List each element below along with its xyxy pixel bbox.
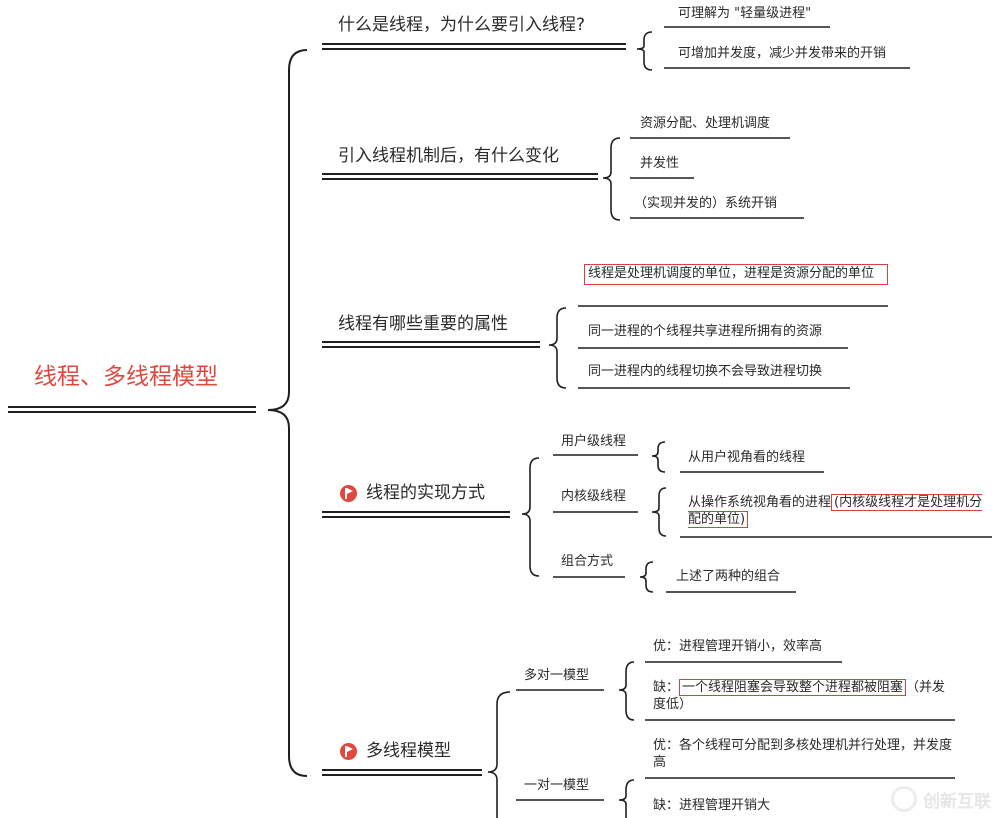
- root-topic[interactable]: 线程、多线程模型: [34, 364, 218, 390]
- highlight-kernel-unit: (内核级线程才是处理机分配的单位): [688, 494, 983, 528]
- flag-icon: [340, 485, 357, 502]
- topic-what-is-thread[interactable]: 什么是线程，为什么要引入线程?: [338, 15, 586, 35]
- highlight-blocking: 一个线程阻塞会导致整个进程都被阻塞: [679, 679, 907, 696]
- leaf-user-perspective[interactable]: 从用户视角看的线程: [688, 450, 806, 465]
- leaf-m2o-disadvantage[interactable]: 缺：一个线程阻塞会导致整个进程都被阻塞（并发度低）: [653, 679, 953, 714]
- leaf-no-process-switch[interactable]: 同一进程内的线程切换不会导致进程切换: [588, 364, 823, 379]
- topic-thread-properties[interactable]: 线程有哪些重要的属性: [338, 314, 508, 334]
- leaf-increase-concurrency[interactable]: 可增加并发度，减少并发带来的开销: [678, 46, 887, 61]
- leaf-share-resources[interactable]: 同一进程的个线程共享进程所拥有的资源: [588, 324, 823, 339]
- leaf-concurrency[interactable]: 并发性: [640, 156, 680, 171]
- leaf-m2o-disadvantage-suffix: （并发度低）: [653, 680, 946, 712]
- topic-multithread-model[interactable]: 多线程模型: [366, 741, 451, 761]
- leaf-m2o-advantage[interactable]: 优：进程管理开销小，效率高: [653, 639, 823, 654]
- node-one-to-one[interactable]: 一对一模型: [524, 778, 590, 793]
- leaf-system-overhead[interactable]: （实现并发的）系统开销: [634, 196, 778, 211]
- leaf-o2o-disadvantage[interactable]: 缺：进程管理开销大: [653, 798, 771, 813]
- leaf-o2o-advantage[interactable]: 优：各个线程可分配到多核处理机并行处理，并发度高: [653, 738, 953, 770]
- leaf-m2o-disadvantage-prefix: 缺：: [653, 680, 680, 695]
- node-many-to-one[interactable]: 多对一模型: [524, 668, 590, 683]
- leaf-resource-allocation[interactable]: 资源分配、处理机调度: [640, 116, 771, 131]
- node-user-level-thread[interactable]: 用户级线程: [561, 434, 627, 449]
- node-combination[interactable]: 组合方式: [561, 554, 614, 569]
- leaf-os-perspective[interactable]: 从操作系统视角看的进程(内核级线程才是处理机分配的单位): [688, 494, 990, 529]
- topic-changes-after-threads[interactable]: 引入线程机制后，有什么变化: [338, 146, 559, 166]
- node-kernel-level-thread[interactable]: 内核级线程: [561, 489, 627, 504]
- watermark-text: 创新互联: [923, 791, 991, 812]
- topic-implementation[interactable]: 线程的实现方式: [366, 483, 485, 503]
- logo-icon: [891, 786, 917, 812]
- leaf-combination-of-two[interactable]: 上述了两种的组合: [676, 569, 781, 584]
- flag-icon: [340, 743, 357, 760]
- leaf-os-perspective-text: 从操作系统视角看的进程: [688, 495, 832, 510]
- leaf-lightweight-process[interactable]: 可理解为 "轻量级进程": [678, 6, 812, 21]
- leaf-scheduling-unit[interactable]: 线程是处理机调度的单位，进程是资源分配的单位: [584, 264, 888, 285]
- watermark: 创新互联: [891, 786, 991, 812]
